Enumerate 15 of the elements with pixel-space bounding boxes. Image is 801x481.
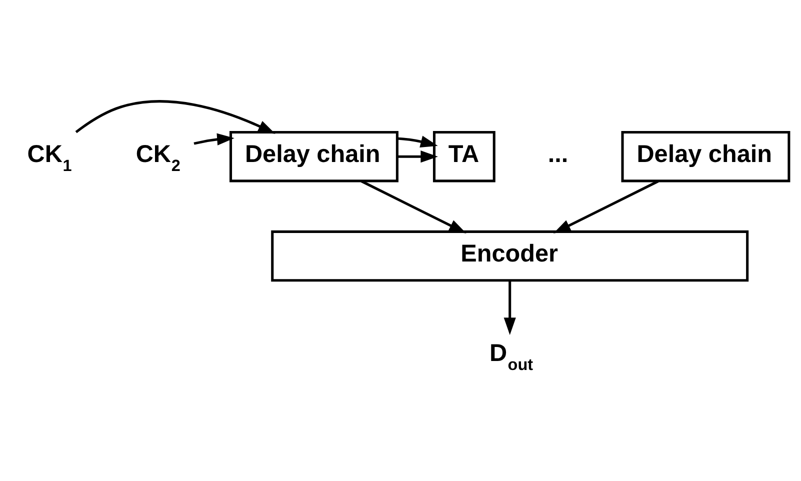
arrow	[503, 280, 516, 335]
node-text: CK$_{2}$	[135, 140, 180, 175]
arrow	[396, 150, 438, 163]
node-text: CK$_{1}$	[26, 140, 72, 175]
arrow	[396, 136, 438, 148]
node-box: Encoder	[270, 230, 748, 282]
node-box: TA	[432, 130, 495, 182]
arrow	[193, 133, 234, 146]
arrow	[552, 180, 658, 234]
arrow	[74, 100, 275, 134]
node-text: D$_{out}$	[489, 340, 533, 374]
node-box: Delay chain	[620, 130, 790, 182]
label: ...	[547, 140, 568, 168]
arrow	[360, 180, 466, 234]
node-box: Delay chain	[228, 130, 398, 182]
